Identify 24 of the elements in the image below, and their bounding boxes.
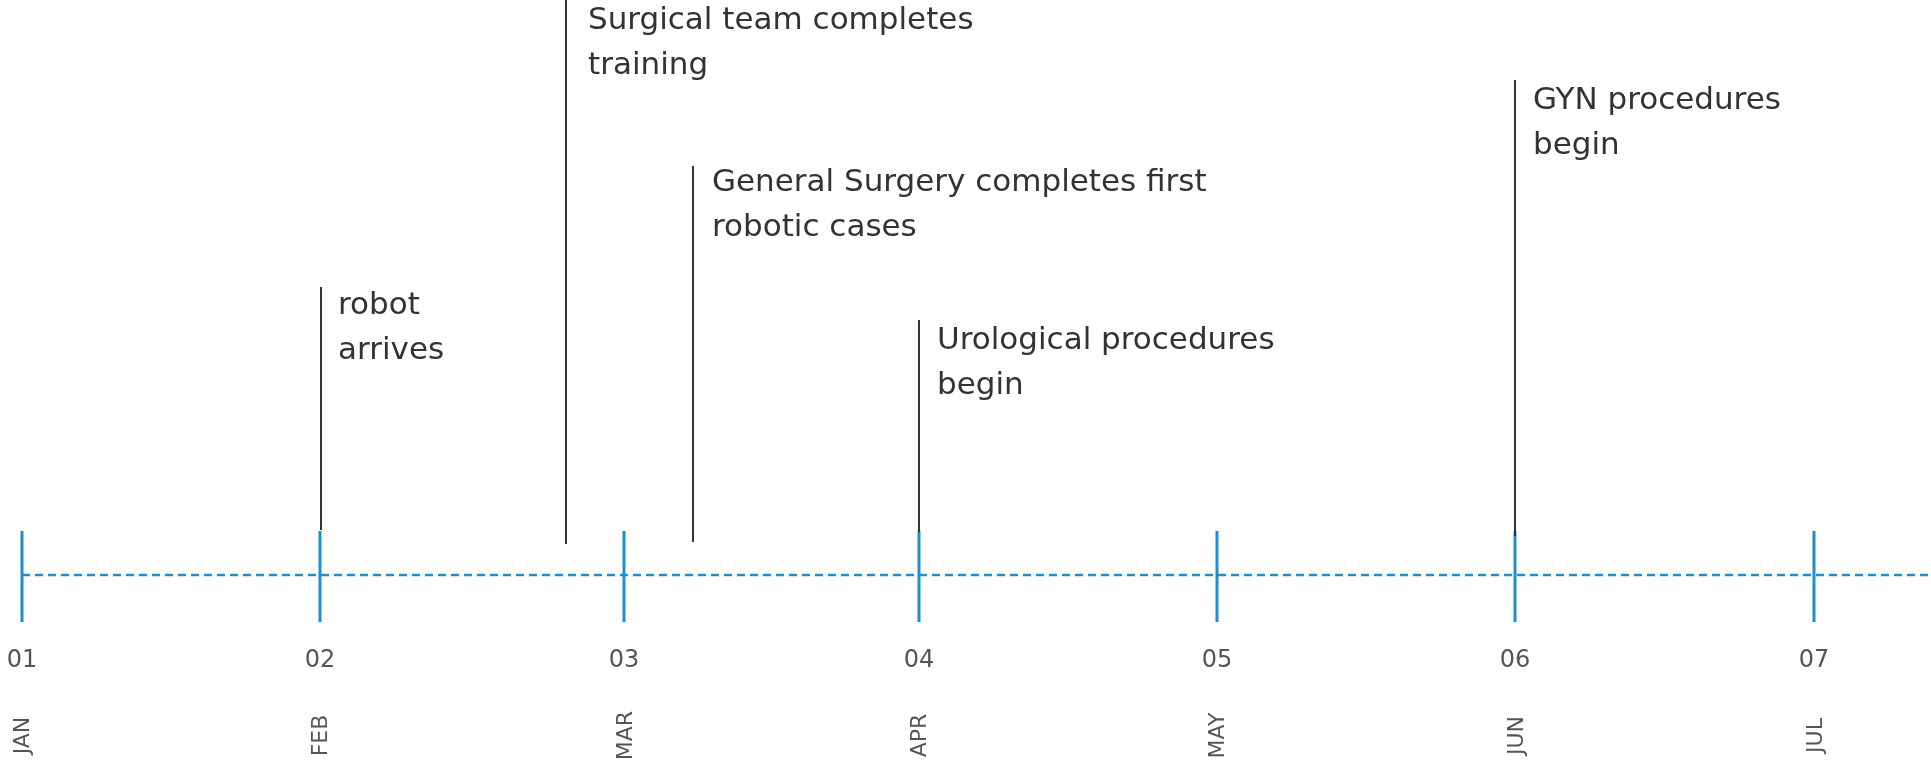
event-label: Urological procedures begin	[937, 319, 1276, 403]
leader-line	[320, 286, 322, 531]
leader-line	[692, 165, 694, 543]
leader-line	[1514, 79, 1516, 537]
tick-label: 02	[303, 645, 337, 673]
event-label: robot arrives	[338, 284, 446, 368]
tick-label: 04	[902, 645, 936, 673]
month-label: JUL	[1801, 717, 1827, 753]
month-label: JUN	[1502, 715, 1528, 755]
month-label: APR	[906, 713, 932, 757]
tick-label: 03	[607, 645, 641, 673]
month-label: MAR	[611, 710, 637, 760]
month-label: JAN	[9, 716, 35, 754]
tick-label: 01	[5, 645, 39, 673]
tick-label: 07	[1797, 645, 1831, 673]
tick-label: 06	[1498, 645, 1532, 673]
event-label: General Surgery completes first robotic cases	[712, 161, 1208, 245]
leader-line	[565, 0, 567, 545]
month-label: FEB	[307, 714, 333, 756]
event-label: Surgical team completes training	[588, 0, 975, 83]
tick-label: 05	[1200, 645, 1234, 673]
leader-line	[918, 319, 920, 533]
month-label: MAY	[1204, 712, 1230, 758]
event-label: GYN procedures begin	[1533, 79, 1782, 163]
